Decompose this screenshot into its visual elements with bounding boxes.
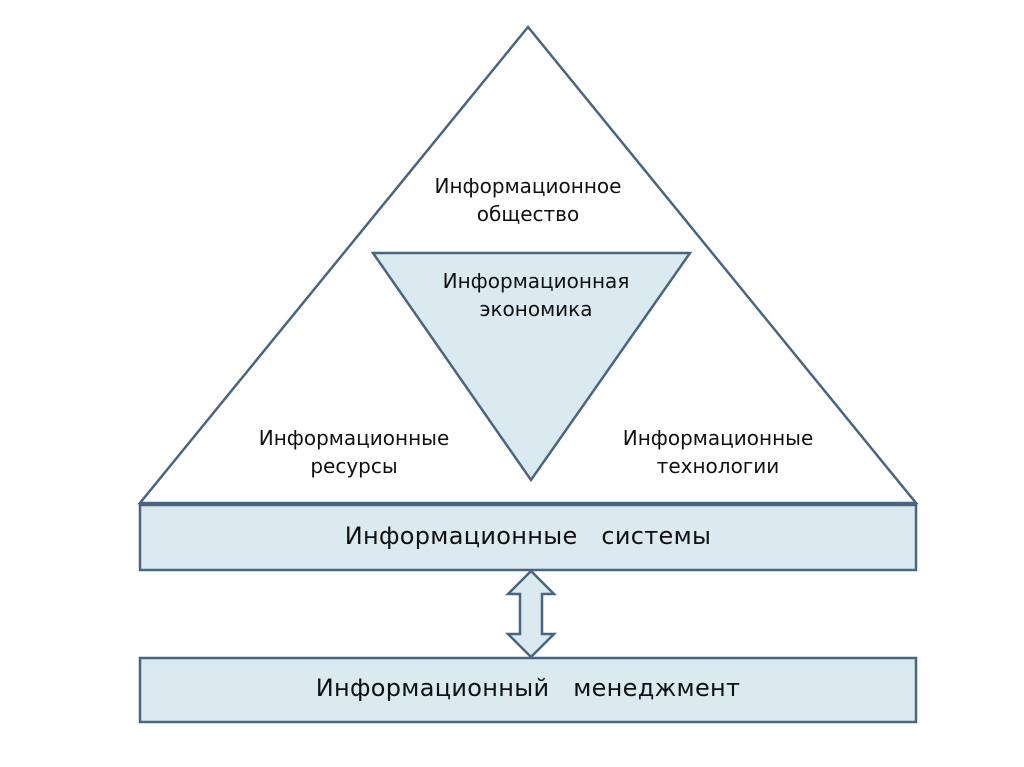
left-label: Информационные ресурсы <box>258 426 450 478</box>
inner-inverted-triangle <box>370 251 693 483</box>
double-arrow-vertical-icon <box>504 569 558 659</box>
inner-triangle-label: Информационная экономика <box>442 269 630 321</box>
management-box-label: Информационный менеджмент <box>315 674 741 702</box>
apex-label: Информационное общество <box>434 174 622 226</box>
systems-box <box>138 503 918 572</box>
systems-box-label: Информационные системы <box>344 522 712 550</box>
right-label: Информационные технологии <box>622 426 814 478</box>
management-box <box>138 656 918 724</box>
